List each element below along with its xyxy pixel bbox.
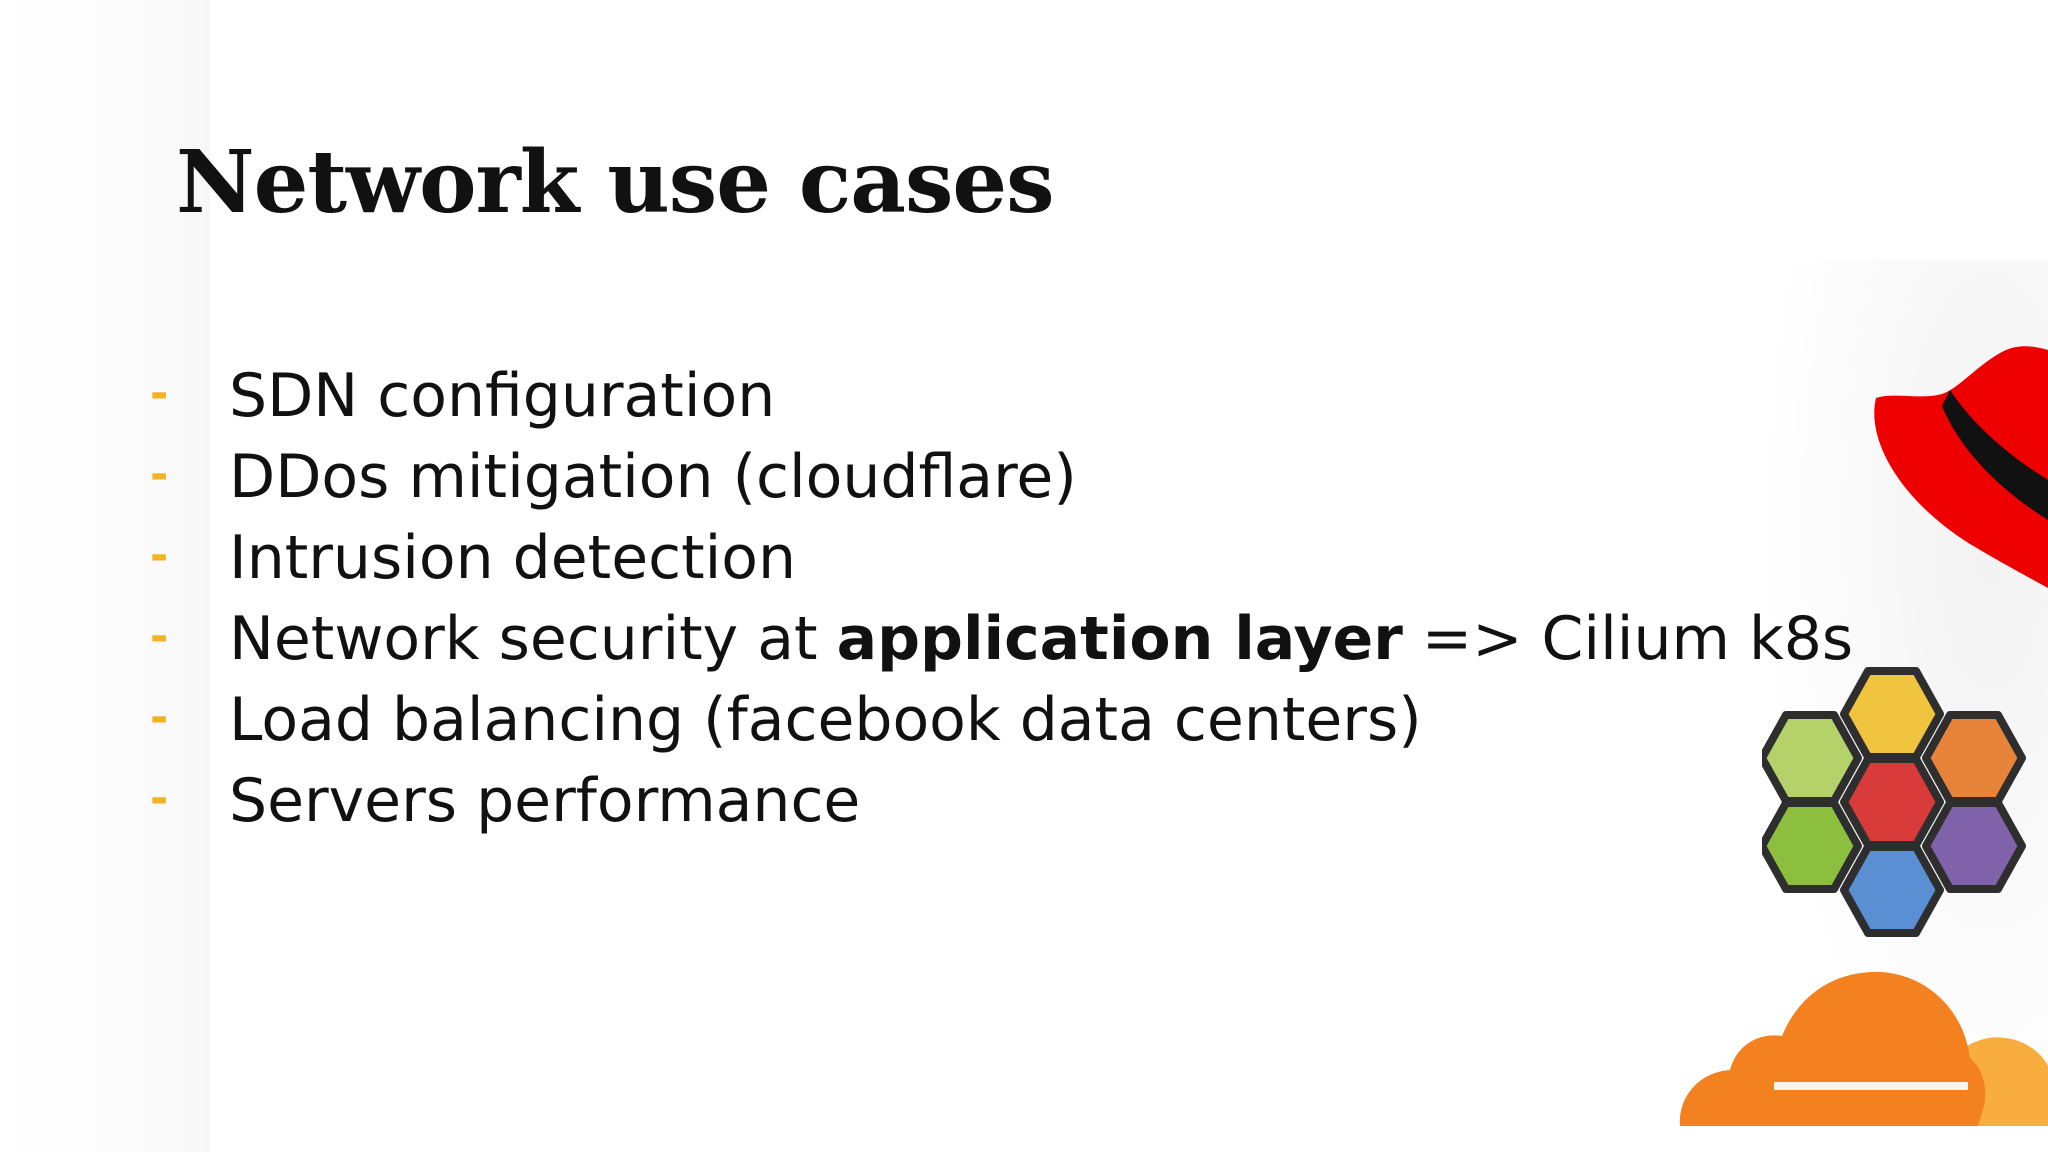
hex-upper-left: [1762, 711, 1862, 805]
hex-top: [1840, 667, 1944, 761]
bullet-text: DDos mitigation (cloudflare): [229, 442, 1077, 512]
bullet-text: SDN configuration: [229, 361, 776, 431]
bullet-dash: -: [150, 692, 169, 743]
bullet-text-after: => Cilium k8s: [1402, 604, 1854, 674]
bullet-dash: -: [150, 449, 169, 500]
hex-upper-right: [1922, 711, 2026, 805]
bullet-dash: -: [150, 611, 169, 662]
bullet-text: Intrusion detection: [229, 523, 797, 593]
cloud-shine: [1774, 1082, 1968, 1090]
bullet-text: Network security at application layer =>…: [229, 599, 1853, 679]
cloud-front: [1679, 971, 1986, 1126]
bullet-text-bold: application layer: [836, 604, 1403, 674]
bullet-text: Servers performance: [229, 766, 861, 836]
bullet-dash: -: [150, 368, 169, 419]
slide-title: Network use cases: [176, 132, 1055, 233]
hex-center: [1840, 755, 1944, 849]
hex-lower-right: [1922, 799, 2026, 893]
hat-band: [1942, 390, 2048, 520]
cloud-base: [1680, 1126, 2048, 1152]
left-shade: [0, 0, 210, 1152]
redhat-hat-logo: [1874, 346, 2048, 588]
bullet-text-before: Network security at: [229, 604, 837, 674]
cloudflare-cloud-logo: [1679, 971, 2048, 1152]
hat-body: [1874, 346, 2048, 588]
hex-bottom: [1840, 843, 1944, 937]
cilium-hexagon-logo: [1762, 667, 2026, 937]
bullet-text: Load balancing (facebook data centers): [229, 685, 1422, 755]
bullet-dash: -: [150, 773, 169, 824]
bullet-dash: -: [150, 530, 169, 581]
hex-lower-left: [1762, 799, 1862, 893]
